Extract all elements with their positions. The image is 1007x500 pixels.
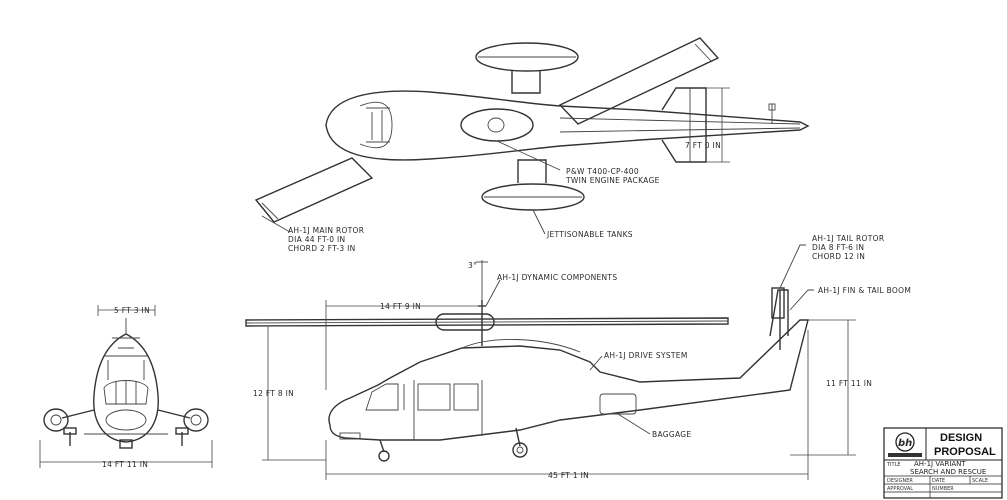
scale-field-label: SCALE [972,478,988,484]
drawing-title-line-2: SEARCH AND RESCUE [910,468,986,476]
engine-label-line-2: TWIN ENGINE PACKAGE [565,176,660,185]
tail-rotor-label-line-3: CHORD 12 IN [812,252,865,261]
top-view-tank-upper [475,42,579,72]
date-field-label: DATE [932,478,945,484]
top-view-stabilizer [661,87,707,163]
main-rotor-label-line-2: DIA 44 FT-0 IN [288,235,345,244]
drawing-title-line-1: AH-1J VARIANT [914,460,966,468]
tail-rotor-label-line-1: AH-1J TAIL ROTOR [812,234,884,243]
top-view-rotor-blade-upper [558,37,720,125]
title-block: bh DESIGN PROPOSAL TITLE AH-1J VARIANT S… [883,427,1003,499]
side-view: 3° AH-1J DYNAMIC COMPONENTS 14 FT 9 IN [245,234,911,480]
front-bottom-width-label: 14 FT 11 IN [102,460,148,469]
front-top-width-label: 5 FT 3 IN [114,306,150,315]
rotor-offset-label: 14 FT 9 IN [380,302,421,311]
drive-system-label: AH-1J DRIVE SYSTEM [604,351,688,360]
mast-tilt-label: 3° [468,261,477,270]
side-view-rotor-blade [245,317,729,327]
dynamic-components-label: AH-1J DYNAMIC COMPONENTS [497,273,617,282]
top-view-engine-package [460,108,534,142]
engine-label-line-1: P&W T400-CP-400 [566,167,639,176]
baggage-label: BAGGAGE [652,430,691,439]
top-view-fuselage [325,90,810,161]
number-field-label: NUMBER [932,486,954,492]
top-view: 7 FT 0 IN P&W T400-CP-400 TWIN ENGINE PA… [254,37,810,253]
designer-field-label: DESIGNER [887,478,913,484]
top-view-rotor-blade-lower [254,157,374,223]
main-rotor-label-line-3: CHORD 2 FT-3 IN [288,244,356,253]
side-view-fuselage [328,319,809,441]
tail-height-label: 11 FT 11 IN [826,379,872,388]
title-block-heading-2: PROPOSAL [934,446,996,458]
front-view: 5 FT 3 IN 14 FT 11 IN [39,305,213,469]
height-label: 12 FT 8 IN [253,389,294,398]
overall-length-label: 45 FT 1 IN [548,471,589,480]
title-block-heading-1: DESIGN [940,432,982,444]
title-field-label: TITLE [886,462,901,468]
company-logo [895,432,915,452]
company-logo-text: bh [898,438,912,449]
tail-rotor-label-line-2: DIA 8 FT-6 IN [812,243,864,252]
tanks-label: JETTISONABLE TANKS [546,230,633,239]
fin-tail-boom-label: AH-1J FIN & TAIL BOOM [818,286,911,295]
main-rotor-label-line-1: AH-1J MAIN ROTOR [288,226,364,235]
front-view-fuselage [93,333,159,443]
approval-field-label: APPROVAL [887,486,913,492]
top-stab-span-label: 7 FT 0 IN [685,141,721,150]
